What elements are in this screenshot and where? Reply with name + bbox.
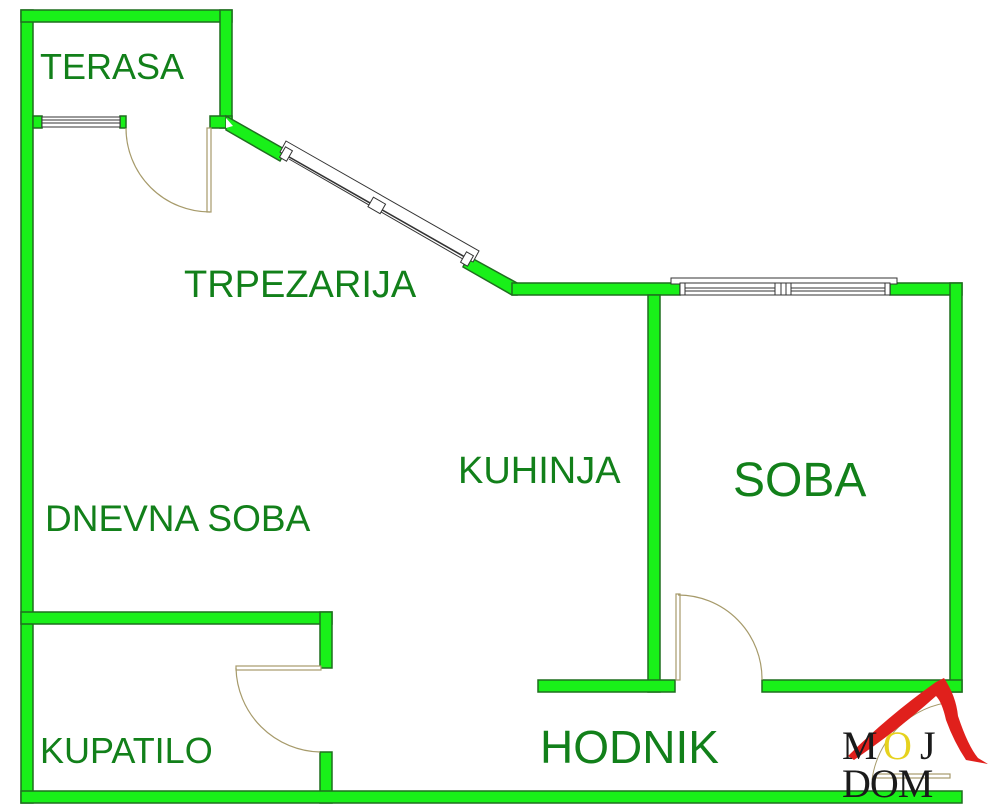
window-diagonal xyxy=(278,140,480,267)
room-label-kuhinja: KUHINJA xyxy=(458,450,621,492)
room-label-soba: SOBA xyxy=(733,454,867,507)
wall-bottom-outer xyxy=(20,790,963,804)
window-terasa xyxy=(41,116,121,128)
door-terasa xyxy=(125,127,212,213)
wall-terasa-right xyxy=(219,9,233,129)
walls xyxy=(20,9,963,804)
room-label-terasa: TERASA xyxy=(40,46,185,87)
moj-dom-logo: M O J DOM xyxy=(838,676,998,809)
house-roof-icon xyxy=(848,678,988,764)
window-soba-top xyxy=(670,277,898,296)
wall-hall-left xyxy=(537,679,676,693)
wall-top-mid xyxy=(511,282,681,296)
door-soba xyxy=(675,593,763,681)
wall-kitchen-soba xyxy=(647,294,661,693)
windows xyxy=(41,116,898,296)
wall-right-outer xyxy=(949,282,963,693)
room-label-dnevna-soba: DNEVNA SOBA xyxy=(45,498,311,539)
wall-terasa-partition-a xyxy=(32,115,43,129)
wall-hall-right xyxy=(761,679,963,693)
wall-diagonal-lower xyxy=(462,254,518,296)
wall-bath-right-upper xyxy=(319,611,333,669)
logo-text-o: O xyxy=(883,723,912,768)
wall-left-outer xyxy=(20,9,34,804)
door-bathroom xyxy=(235,665,322,753)
logo-text-dom: DOM xyxy=(842,761,933,806)
wall-terasa-top xyxy=(20,9,233,23)
wall-bath-top xyxy=(20,611,333,625)
corner-notch xyxy=(226,118,233,128)
room-label-trpezarija: TRPEZARIJA xyxy=(184,264,417,306)
wall-diagonal-upper xyxy=(225,114,288,163)
room-label-kupatilo: KUPATILO xyxy=(40,730,213,771)
logo-text-j: J xyxy=(920,723,936,768)
room-label-hodnik: HODNIK xyxy=(540,721,719,773)
wall-terasa-partition-b xyxy=(119,115,127,129)
logo-text-m: M xyxy=(842,723,878,768)
